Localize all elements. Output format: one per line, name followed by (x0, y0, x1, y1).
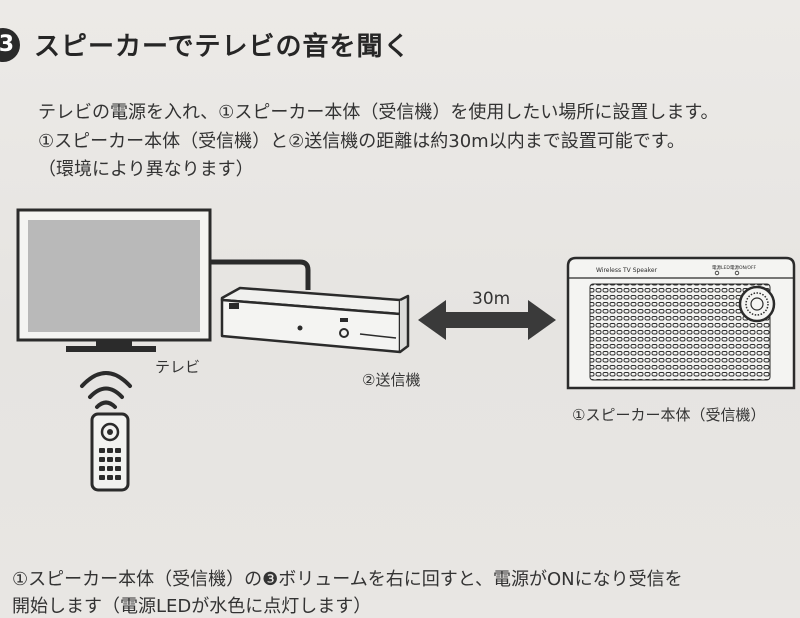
transmitter-icon (220, 286, 410, 354)
bottom-note-line-2: 開始します（電源LEDが水色に点灯します） (12, 596, 372, 617)
speaker-brand-text: Wireless TV Speaker (596, 267, 658, 274)
speaker-led-label-2: 電源ON/OFF (730, 264, 757, 271)
step-number-badge: 3 (0, 28, 20, 62)
signal-waves-icon (80, 371, 132, 409)
bottom-note-line-1: ①スピーカー本体（受信機）の❸ボリュームを右に回すと、電源がONになり受信を (12, 569, 683, 590)
speaker-label: ①スピーカー本体（受信機） (572, 406, 766, 424)
speaker-icon: Wireless TV Speaker 電源LED 電源ON/OFF (566, 256, 796, 390)
speaker-led-label-1: 電源LED (712, 264, 730, 271)
remote-control-icon (90, 412, 130, 492)
tv-label: テレビ (155, 358, 201, 376)
distance-arrow-icon (418, 300, 556, 340)
instruction-line-3: （環境により異なります） (38, 159, 254, 180)
tv-cable (205, 259, 311, 290)
section-heading: スピーカーでテレビの音を聞く (34, 32, 411, 62)
tv-icon (16, 208, 212, 352)
setup-diagram: Wireless TV Speaker 電源LED 電源ON/OFF (16, 208, 796, 492)
instruction-line-2: ①スピーカー本体（受信機）と②送信機の距離は約30m以内まで設置可能です。 (38, 131, 685, 152)
transmitter-label: ②送信機 (362, 371, 421, 389)
distance-label: 30m (472, 289, 511, 309)
instruction-line-1: テレビの電源を入れ、①スピーカー本体（受信機）を使用したい場所に設置します。 (38, 102, 719, 123)
